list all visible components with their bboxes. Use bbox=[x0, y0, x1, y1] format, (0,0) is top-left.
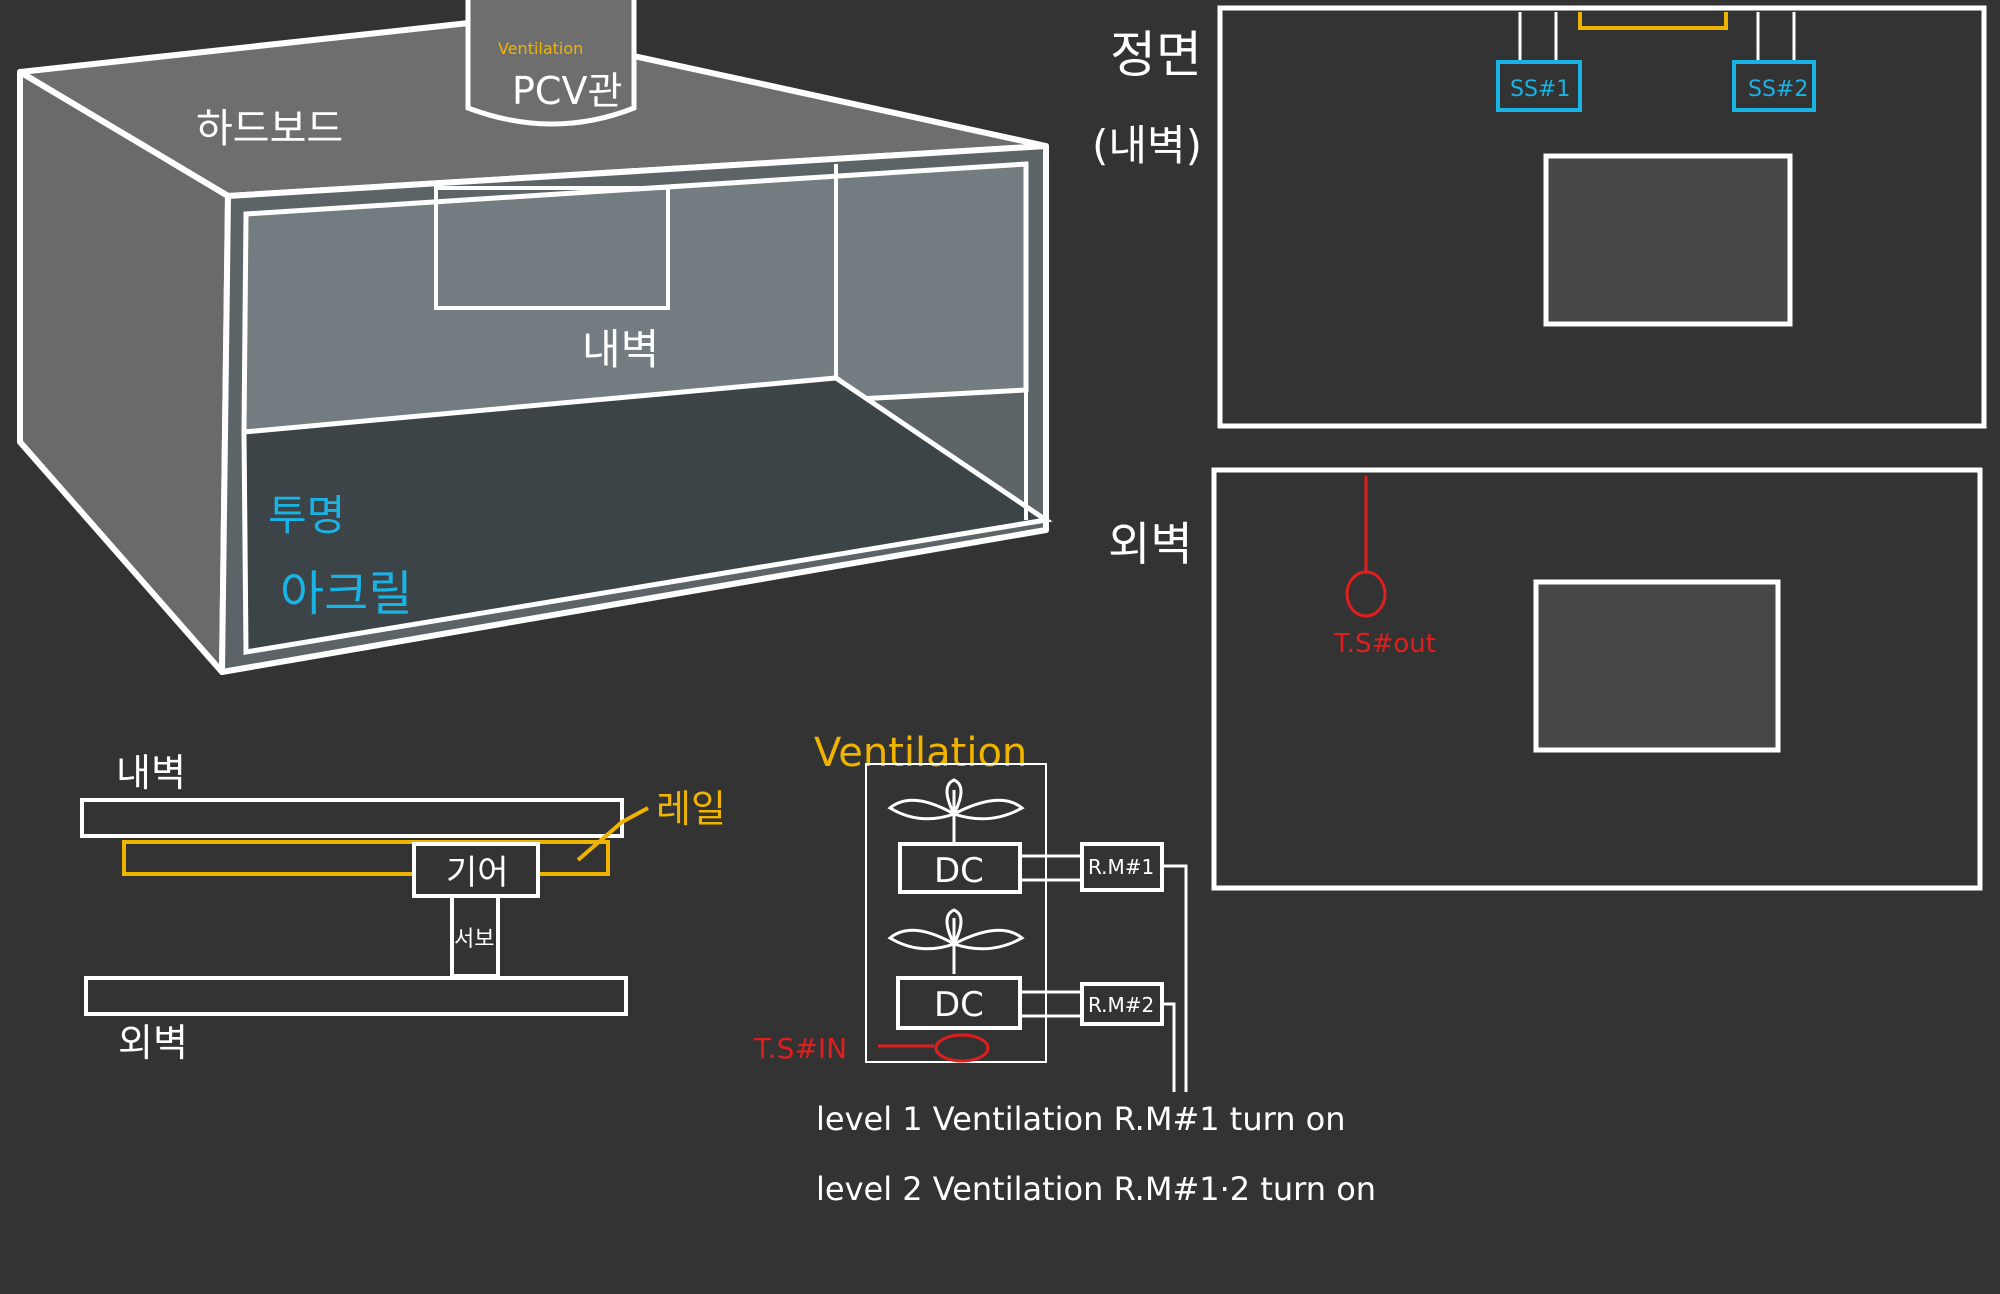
dc-motor-2 bbox=[896, 976, 1022, 1030]
rail-bar bbox=[122, 840, 610, 876]
ventilation-diagram: Ventilation DC DC R.M#1 R.M#2 bbox=[753, 730, 1376, 1208]
gear-label: 기어 bbox=[446, 853, 509, 893]
rail-inner-wall-label: 내벽 bbox=[116, 751, 186, 795]
relay-2-label: R.M#2 bbox=[1088, 993, 1154, 1017]
inner-window bbox=[434, 186, 670, 310]
acrylic-label-2: 아크릴 bbox=[280, 566, 412, 622]
rail-outer-wall-label: 외벽 bbox=[118, 1021, 188, 1065]
cardboard-label: 하드보드 bbox=[196, 106, 343, 152]
rail-diagram: 내벽 레일 기어 서보 외벽 bbox=[80, 751, 726, 1065]
outer-view: T.S#out 외벽 bbox=[1108, 467, 1983, 891]
dc-motor-1 bbox=[898, 842, 1022, 894]
inner-wall-plate bbox=[80, 798, 624, 838]
pipe-label: PCV관 bbox=[512, 69, 622, 113]
acrylic-floor bbox=[241, 375, 1053, 655]
outer-wall-plate bbox=[84, 976, 628, 1016]
front-view-title: 정면 bbox=[1110, 26, 1202, 84]
rail-leader-line bbox=[576, 806, 649, 862]
relay-2-wire bbox=[1162, 1002, 1176, 1092]
sensor-ss2-label: SS#2 bbox=[1748, 77, 1808, 102]
dc-motor-1-label: DC bbox=[934, 851, 984, 891]
box-3d: Ventilation PCV관 하드보드 내벽 투명 아크릴 bbox=[17, 0, 1053, 675]
ventilation-title: Ventilation bbox=[814, 730, 1027, 776]
dc-motor-2-label: DC bbox=[934, 985, 984, 1025]
servo-label: 서보 bbox=[454, 927, 494, 952]
sensor-ss1-label: SS#1 bbox=[1510, 77, 1570, 102]
front-rail bbox=[1578, 12, 1728, 30]
front-window bbox=[1543, 153, 1793, 327]
front-view-subtitle: (내벽) bbox=[1092, 121, 1202, 170]
rail-label: 레일 bbox=[656, 787, 726, 831]
relay-1-label: R.M#1 bbox=[1088, 855, 1154, 879]
outer-view-title: 외벽 bbox=[1108, 517, 1193, 571]
acrylic-label-1: 투명 bbox=[268, 491, 345, 540]
ts-out-label: T.S#out bbox=[1333, 629, 1436, 659]
front-view: SS#1 SS#2 정면 (내벽) bbox=[1092, 5, 1987, 429]
level-1-note: level 1 Ventilation R.M#1 turn on bbox=[816, 1100, 1346, 1138]
ts-out-sensor bbox=[1345, 570, 1387, 618]
inner-back-wall bbox=[241, 161, 1029, 435]
inner-wall-label: 내벽 bbox=[582, 325, 659, 374]
pipe-small-label: Ventilation bbox=[498, 39, 583, 58]
fan-1-icon bbox=[887, 778, 1025, 842]
fan-2-icon bbox=[887, 908, 1025, 974]
relay-1-wire bbox=[1162, 864, 1188, 1092]
ts-in-sensor bbox=[934, 1033, 990, 1063]
outer-window bbox=[1533, 579, 1781, 753]
ts-in-label: T.S#IN bbox=[753, 1032, 847, 1065]
pcv-pipe bbox=[465, 0, 637, 127]
sensor-ss1 bbox=[1496, 60, 1582, 112]
level-2-note: level 2 Ventilation R.M#1·2 turn on bbox=[816, 1170, 1376, 1208]
sensor-ss2 bbox=[1732, 60, 1816, 112]
